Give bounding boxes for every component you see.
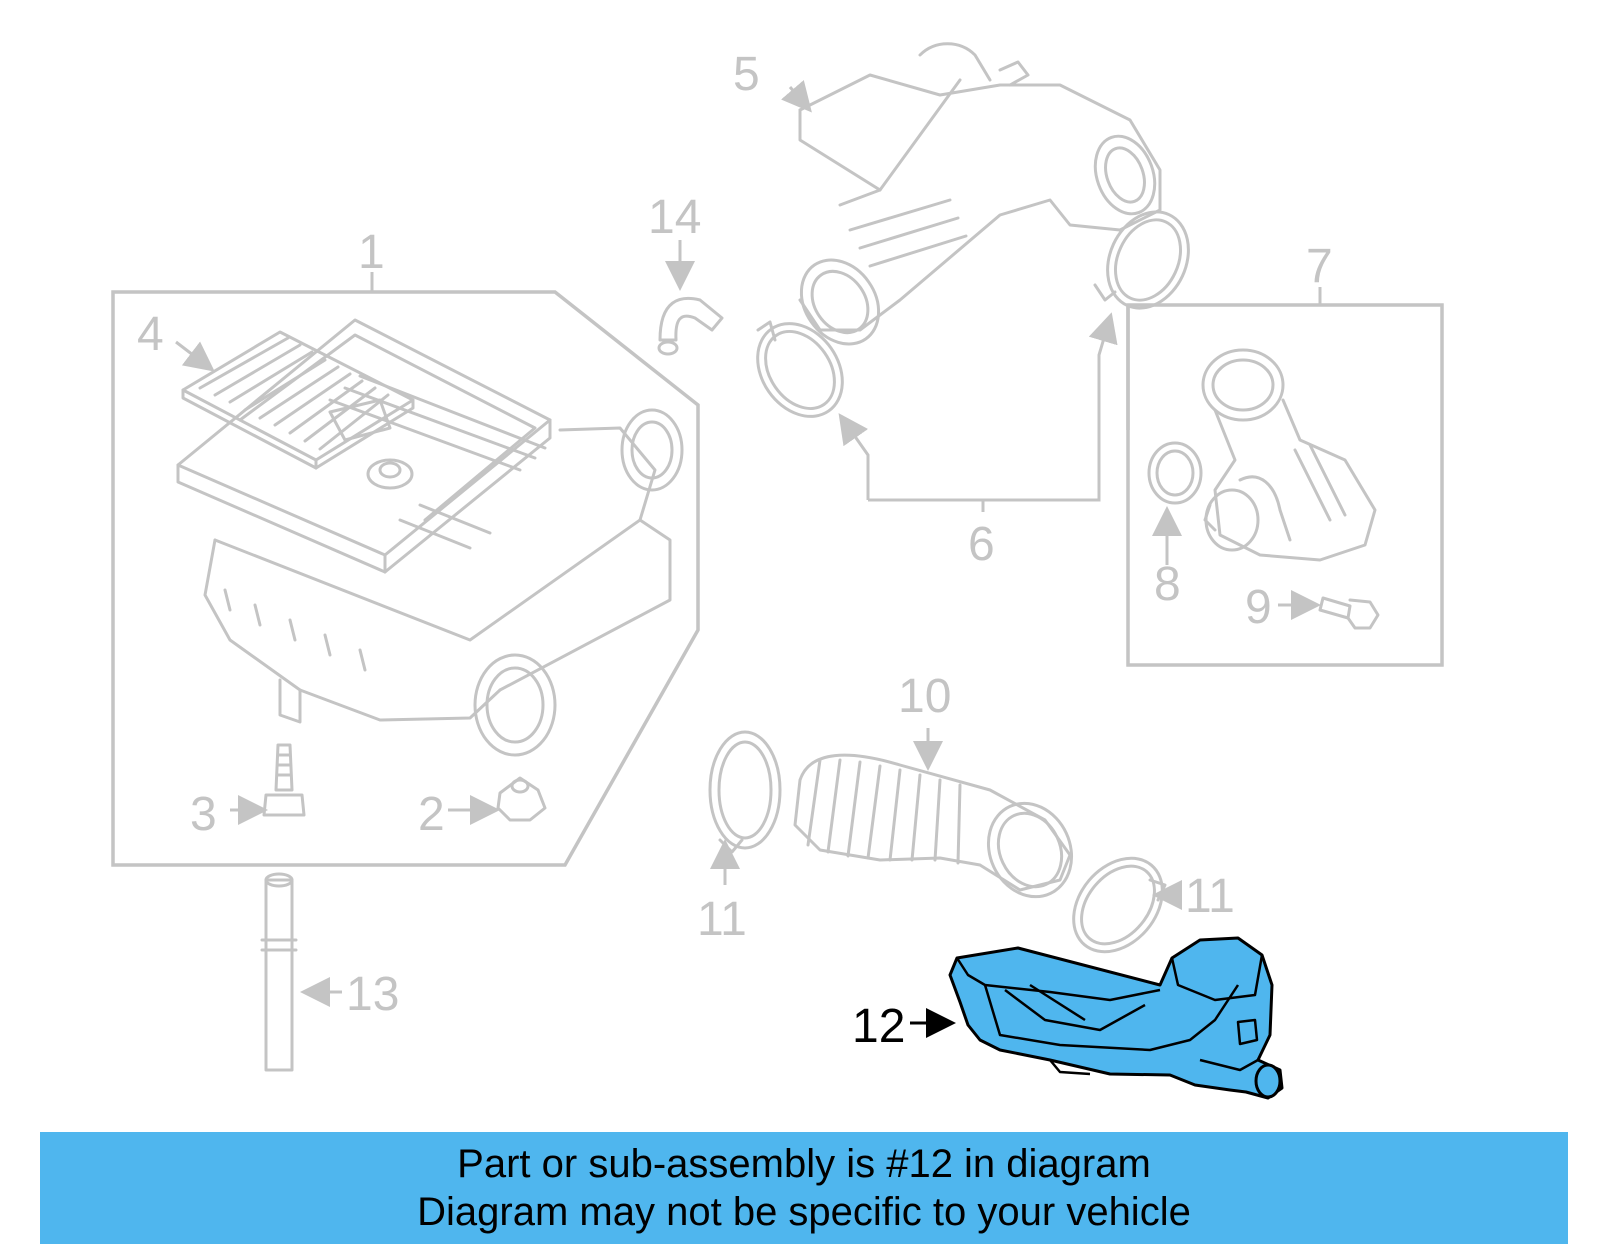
- o-ring-part-8: [1147, 441, 1203, 505]
- bolt-part-9: [1318, 596, 1380, 630]
- callout-11-left: 11: [697, 893, 747, 946]
- assembly-box-7: [1126, 303, 1444, 667]
- callout-11-right: 11: [1185, 870, 1235, 923]
- callout-7: 7: [1306, 240, 1333, 293]
- callout-6: 6: [968, 518, 995, 571]
- clamp-part-6-left: [756, 320, 844, 418]
- hose-part-13: [260, 872, 298, 1072]
- clamp-part-11-left: [708, 730, 782, 854]
- parts-diagram: 5 14 1 4 7 6 8 9 10 3 2 11 11 13 12: [111, 42, 1444, 1100]
- air-cleaner-housing: [176, 318, 684, 757]
- highlighted-part-12: [948, 936, 1284, 1100]
- air-filter: [181, 330, 415, 470]
- assembly-box-1: [111, 290, 700, 867]
- clamp-part-11-right: [1072, 856, 1167, 954]
- callout-12: 12: [852, 1000, 905, 1053]
- hose-part-10: [793, 753, 1074, 899]
- callout-4: 4: [137, 308, 164, 361]
- callout-10: 10: [898, 670, 951, 723]
- callout-1: 1: [358, 226, 385, 279]
- callout-8: 8: [1154, 558, 1181, 611]
- banner-line-1: Part or sub-assembly is #12 in diagram: [457, 1142, 1151, 1186]
- callout-14: 14: [648, 191, 701, 244]
- resonator-part-7: [1201, 348, 1377, 562]
- hose-part-14: [657, 296, 724, 356]
- callout-5: 5: [733, 48, 760, 101]
- callout-13: 13: [346, 968, 399, 1021]
- callout-3: 3: [190, 788, 217, 841]
- banner-line-2: Diagram may not be specific to your vehi…: [417, 1190, 1191, 1234]
- bolt-part-3: [262, 743, 306, 817]
- callout-9: 9: [1245, 581, 1272, 634]
- grommet-part-2: [496, 776, 547, 822]
- intake-duct-part-5: [798, 42, 1162, 346]
- info-banner: Part or sub-assembly is #12 in diagram D…: [40, 1132, 1568, 1244]
- callout-2: 2: [418, 788, 445, 841]
